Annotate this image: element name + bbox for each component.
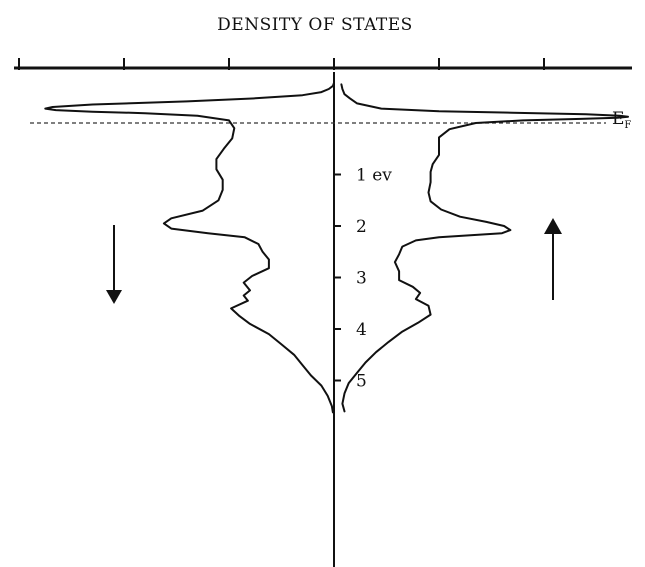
- energy-tick-label-4: 4: [356, 320, 367, 340]
- spin-down-curve: [44, 81, 335, 414]
- energy-ticks: 1 ev 2 3 4 5: [334, 166, 392, 392]
- fermi-level-label: EF: [612, 109, 631, 131]
- energy-tick-label-5: 5: [356, 372, 367, 392]
- x-ticks: [18, 58, 545, 70]
- chart-title: DENSITY OF STATES: [217, 15, 413, 35]
- x-axis: [14, 58, 632, 70]
- fermi-label-subscript: F: [624, 120, 631, 131]
- spin-up-curve: [340, 83, 629, 413]
- energy-tick-label-3: 3: [356, 269, 367, 289]
- spin-down-arrow-icon: [106, 225, 122, 304]
- fermi-label-main: E: [612, 109, 624, 129]
- energy-tick-label-2: 2: [356, 217, 367, 237]
- spin-up-arrow-icon: [544, 218, 562, 300]
- energy-tick-label-1: 1 ev: [356, 166, 392, 186]
